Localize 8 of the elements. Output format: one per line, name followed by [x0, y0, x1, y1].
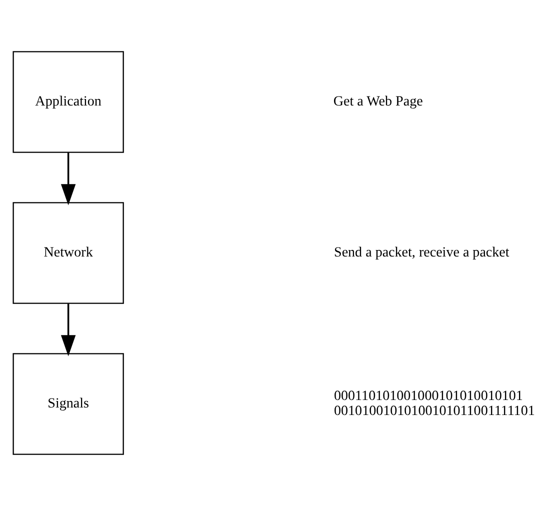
label: Send a packet, receive a packet [334, 244, 510, 260]
node-box: Network [12, 202, 124, 304]
label: 000110101001000101010010101 00101001010100101011001111101 [334, 388, 535, 419]
node-box: Signals [12, 352, 124, 454]
arrow [60, 303, 76, 356]
label: Get a Web Page [333, 93, 423, 110]
arrow [60, 152, 76, 205]
node-box: Application [12, 50, 124, 152]
